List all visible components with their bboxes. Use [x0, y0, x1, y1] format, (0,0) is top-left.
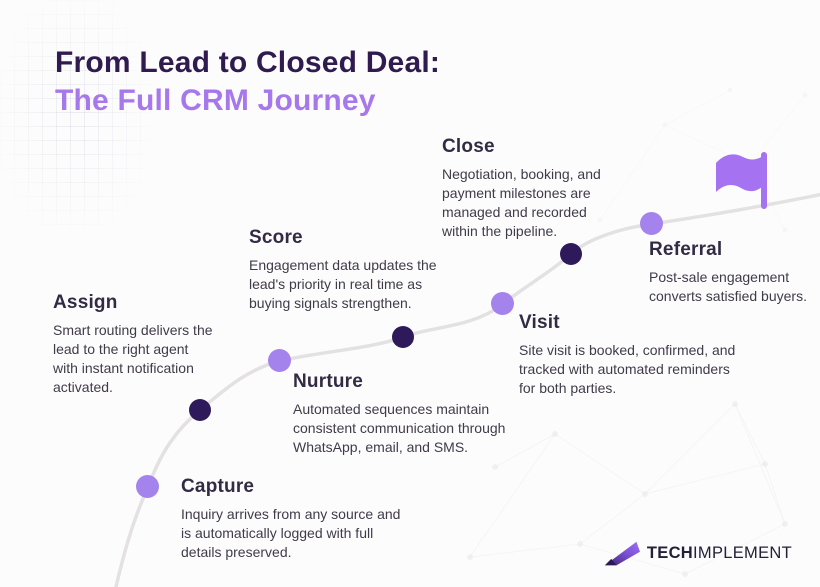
- title-line-2: The Full CRM Journey: [55, 84, 376, 118]
- brand-logo: TECHIMPLEMENT: [604, 540, 792, 567]
- stage-score-title: Score: [249, 227, 303, 248]
- stage-nurture: Nurture Automated sequences maintain con…: [293, 371, 541, 457]
- stage-score: Score Engagement data updates the lead's…: [249, 227, 463, 313]
- milestone-dot-close: [560, 243, 582, 265]
- title-line-1: From Lead to Closed Deal:: [55, 46, 441, 79]
- stage-nurture-title: Nurture: [293, 371, 364, 392]
- stage-referral-title: Referral: [649, 239, 723, 260]
- stage-assign-description: Smart routing delivers the lead to the r…: [53, 322, 213, 396]
- stage-capture-description: Inquiry arrives from any source and is a…: [181, 506, 401, 561]
- stage-capture-title: Capture: [181, 476, 255, 497]
- stage-visit: Visit Site visit is booked, confirmed, a…: [519, 312, 741, 398]
- milestone-dot-assign: [189, 399, 211, 421]
- stage-referral-description: Post-sale engagement converts satisfied …: [649, 269, 807, 305]
- stage-close: Close Negotiation, booking, and payment …: [442, 136, 626, 241]
- milestone-dot-visit: [491, 292, 514, 315]
- stage-close-description: Negotiation, booking, and payment milest…: [442, 166, 601, 240]
- background-grid-texture: [0, 0, 150, 228]
- milestone-dot-referral: [640, 212, 663, 235]
- stage-capture: Capture Inquiry arrives from any source …: [181, 476, 413, 562]
- stage-nurture-description: Automated sequences maintain consistent …: [293, 401, 506, 456]
- logo-arrow-icon: [604, 541, 640, 566]
- stage-assign-title: Assign: [53, 292, 118, 313]
- stage-score-description: Engagement data updates the lead's prior…: [249, 257, 437, 312]
- brand-logo-text-light: IMPLEMENT: [693, 544, 792, 562]
- stage-visit-description: Site visit is booked, confirmed, and tra…: [519, 342, 736, 397]
- milestone-dot-capture: [136, 475, 159, 498]
- stage-visit-title: Visit: [519, 312, 560, 333]
- stage-assign: Assign Smart routing delivers the lead t…: [53, 292, 215, 397]
- flag-icon: [716, 152, 767, 209]
- page-title: From Lead to Closed Deal: The Full CRM J…: [55, 44, 440, 120]
- milestone-dot-score: [392, 326, 414, 348]
- brand-logo-text: TECHIMPLEMENT: [647, 544, 792, 563]
- stage-close-title: Close: [442, 136, 495, 157]
- stage-referral: Referral Post-sale engagement converts s…: [649, 239, 807, 306]
- milestone-dot-nurture: [268, 349, 291, 372]
- brand-logo-text-bold: TECH: [646, 544, 694, 562]
